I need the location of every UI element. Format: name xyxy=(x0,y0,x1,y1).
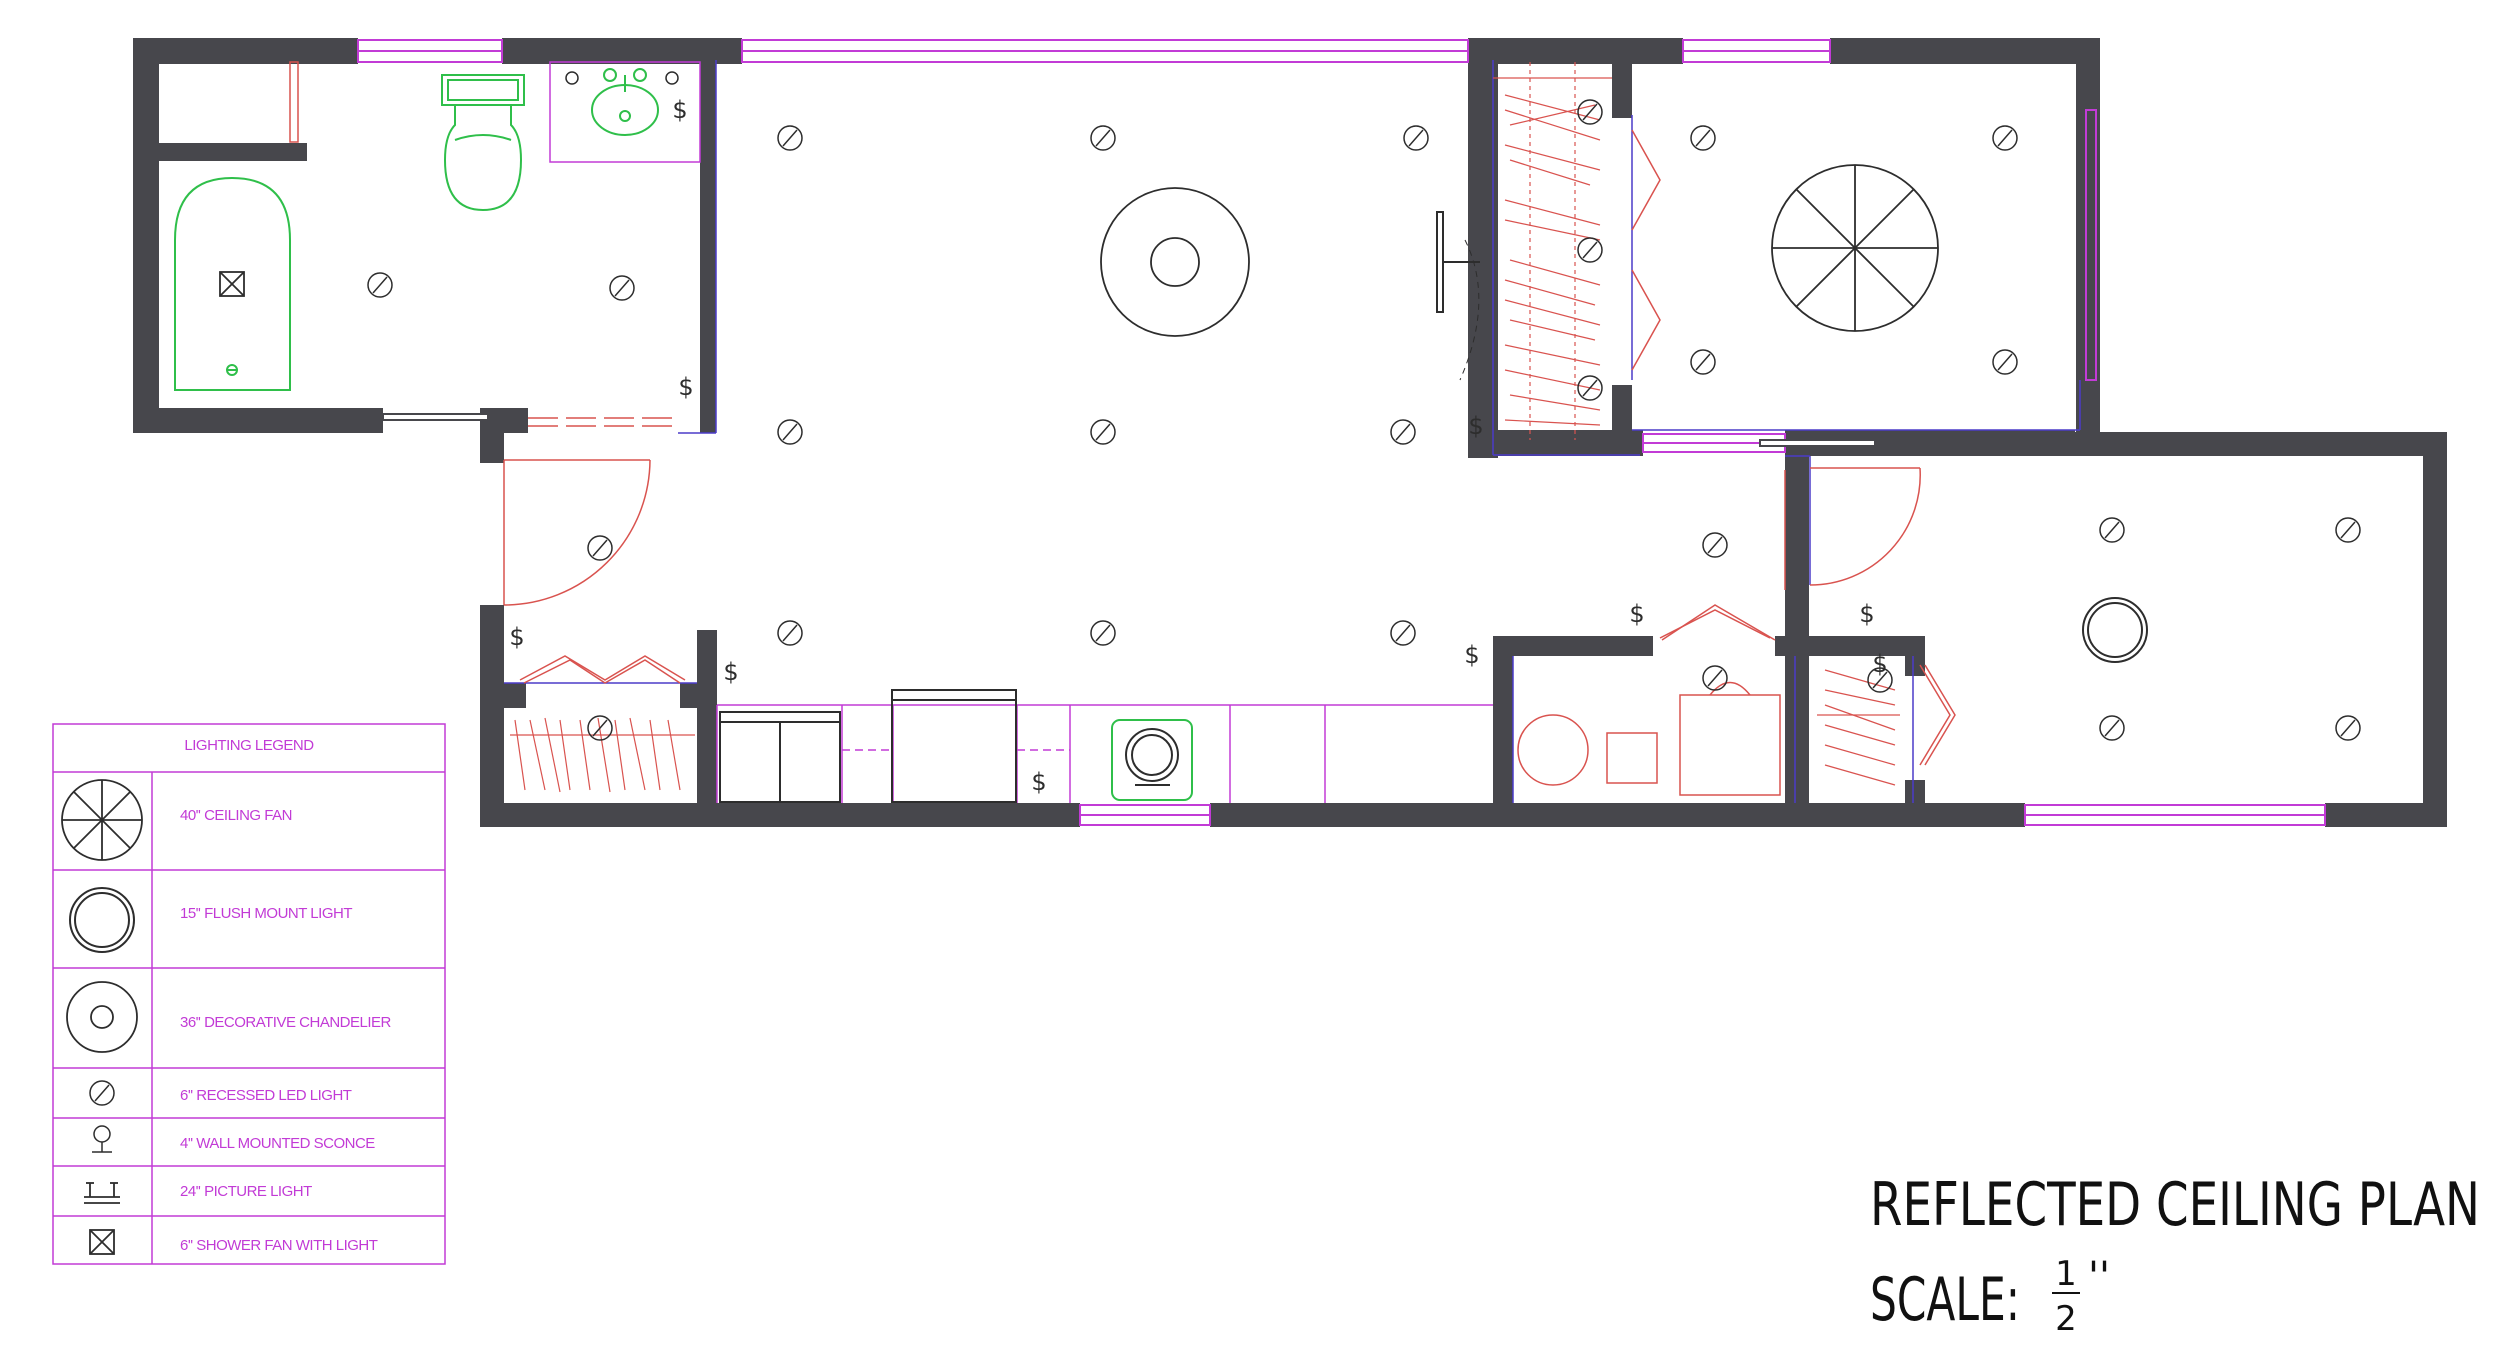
light-switch-icon: $ xyxy=(1872,650,1887,678)
recessed-light-icon xyxy=(587,715,613,741)
recessed-light-icon xyxy=(609,275,635,301)
picture-light-icon xyxy=(84,1182,120,1204)
legend-heading: LIGHTING LEGEND xyxy=(184,737,314,754)
recessed-light-icon xyxy=(1390,620,1416,646)
recessed-light-icon xyxy=(587,535,613,561)
recessed-lights xyxy=(367,99,2361,741)
recessed-light-icon xyxy=(1992,125,2018,151)
recessed-light-icon xyxy=(777,125,803,151)
scale-unit: '' xyxy=(2088,1254,2110,1300)
recessed-light-icon xyxy=(1403,125,1429,151)
boundaries xyxy=(504,60,2081,803)
ceiling-fan-fixture xyxy=(1771,164,1939,332)
appliances xyxy=(719,689,1193,803)
plan-title: REFLECTED CEILING PLAN xyxy=(1870,1170,2480,1240)
recessed-light-icon xyxy=(1702,532,1728,558)
picture-light-fixture xyxy=(1436,211,1480,381)
scale-label: SCALE: xyxy=(1870,1265,2020,1335)
legend-label-shower-fan: 6'' SHOWER FAN WITH LIGHT xyxy=(180,1237,378,1254)
recessed-light-icon xyxy=(1577,99,1603,125)
recessed-light-icon xyxy=(2335,517,2361,543)
recessed-light-icon xyxy=(1577,375,1603,401)
legend-label-flush-mount: 15'' FLUSH MOUNT LIGHT xyxy=(180,905,352,922)
shower-fan-icon xyxy=(89,1229,115,1255)
flush-mount-fixture xyxy=(2082,597,2148,663)
walls xyxy=(133,38,2447,827)
doors xyxy=(503,129,1956,796)
plan-title-block: REFLECTED CEILING PLAN SCALE: 1 2 '' xyxy=(1870,1170,2480,1339)
light-switch-icon: $ xyxy=(678,373,693,401)
light-switch-icon: $ xyxy=(1629,600,1644,628)
recessed-light-icon xyxy=(89,1080,115,1106)
legend-label-sconce: 4'' WALL MOUNTED SCONCE xyxy=(180,1135,375,1152)
light-switch-icon: $ xyxy=(1859,600,1874,628)
light-switch-icon: $ xyxy=(1031,768,1046,796)
lighting-legend: LIGHTING LEGEND xyxy=(52,723,446,1265)
light-switch-icon: $ xyxy=(1468,412,1483,440)
legend-label-recessed: 6'' RECESSED LED LIGHT xyxy=(180,1087,352,1104)
light-switches: $ $ $ $ $ $ $ $ $ $ xyxy=(509,96,1887,796)
chandelier-icon xyxy=(66,981,138,1053)
light-switch-icon: $ xyxy=(723,658,738,686)
recessed-light-icon xyxy=(1090,419,1116,445)
recessed-light-icon xyxy=(367,272,393,298)
scale-numerator: 1 xyxy=(2055,1254,2077,1294)
recessed-light-icon xyxy=(2099,517,2125,543)
recessed-light-icon xyxy=(1702,665,1728,691)
light-switch-icon: $ xyxy=(509,623,524,651)
legend-label-ceiling-fan: 40'' CEILING FAN xyxy=(180,807,292,824)
recessed-light-icon xyxy=(1577,237,1603,263)
chandelier-fixture xyxy=(1100,187,1250,337)
faucets xyxy=(565,71,679,85)
shower-fan-fixture xyxy=(219,271,245,297)
legend-label-chandelier: 36'' DECORATIVE CHANDELIER xyxy=(180,1014,392,1031)
recessed-light-icon xyxy=(1690,349,1716,375)
plumbing-fixtures xyxy=(174,68,659,391)
recessed-light-icon xyxy=(1090,125,1116,151)
light-switch-icon: $ xyxy=(672,96,687,124)
legend-label-picture-light: 24'' PICTURE LIGHT xyxy=(180,1183,312,1200)
recessed-light-icon xyxy=(2099,715,2125,741)
sconce-icon xyxy=(92,1125,112,1153)
flush-mount-light-icon xyxy=(69,887,135,953)
recessed-light-icon xyxy=(1690,125,1716,151)
light-switch-icon: $ xyxy=(1464,641,1479,669)
recessed-light-icon xyxy=(1090,620,1116,646)
windows xyxy=(357,39,2326,826)
recessed-light-icon xyxy=(1390,419,1416,445)
recessed-light-icon xyxy=(1867,667,1893,693)
recessed-light-icon xyxy=(2335,715,2361,741)
ceiling-fan-icon xyxy=(61,779,143,861)
recessed-light-icon xyxy=(777,620,803,646)
recessed-light-icon xyxy=(1992,349,2018,375)
recessed-light-icon xyxy=(777,419,803,445)
scale-denominator: 2 xyxy=(2055,1299,2077,1339)
closet-hangers xyxy=(510,62,1900,793)
